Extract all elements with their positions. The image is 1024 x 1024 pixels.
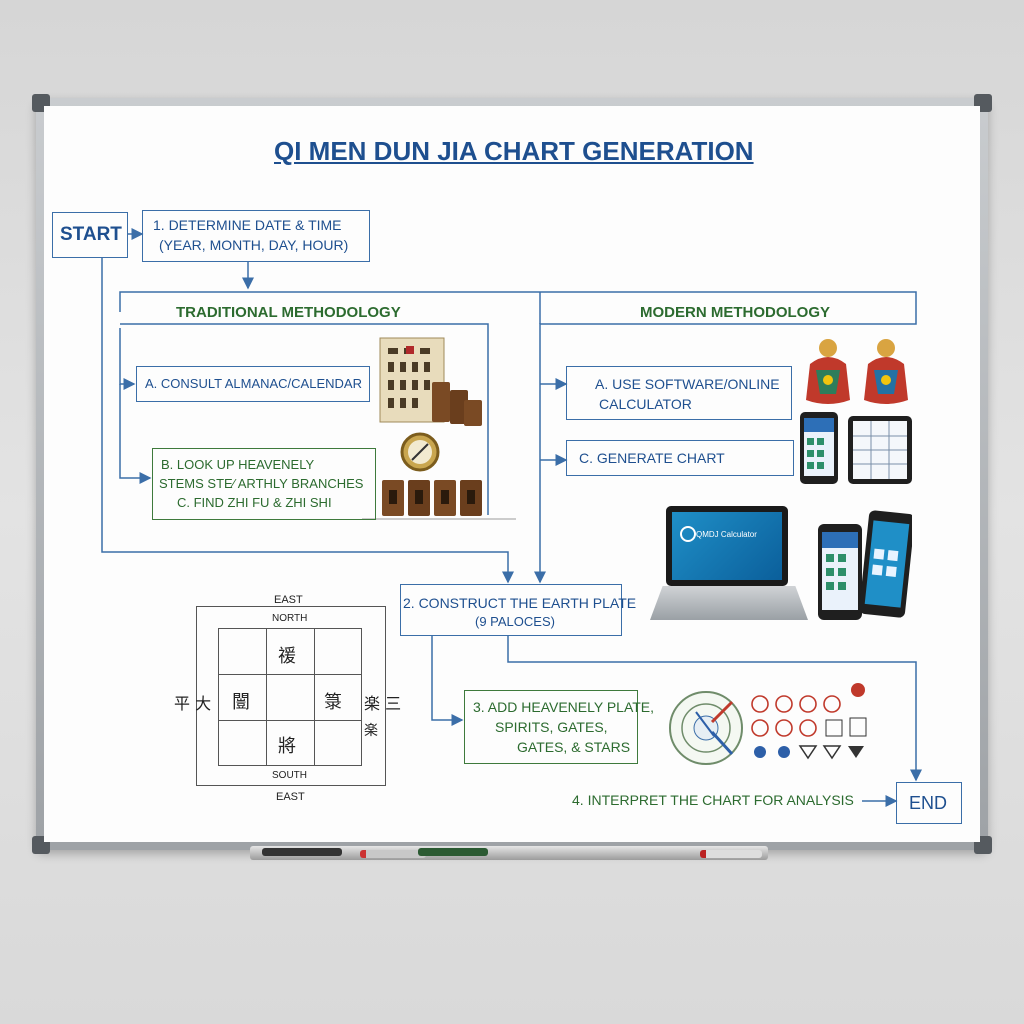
step1-line1: 1. DETERMINE DATE & TIME: [153, 217, 342, 233]
laptop-keyboard: [650, 586, 808, 620]
page-title: QI MEN DUN JIA CHART GENERATION: [274, 136, 754, 166]
modern-heading: MODERN METHODOLOGY: [640, 304, 830, 321]
phones-illustration: [818, 510, 912, 620]
heavenly-plate-illustration: [669, 683, 867, 765]
palace-left-char: 闓: [232, 692, 250, 713]
traditional-b-box[interactable]: B. LOOK UP HEAVENELY STEMS STE⁄ ARTHLY B…: [152, 448, 376, 520]
laptop-illustration: QMDJ Calculator: [666, 506, 788, 586]
step2-line2: (9 PALOCES): [475, 614, 555, 629]
grid-north-label: NORTH: [272, 613, 308, 624]
traditional-a-box[interactable]: A. CONSULT ALMANAC/CALENDAR: [136, 366, 370, 402]
modern-a-box[interactable]: A. USE SOFTWARE/ONLINE CALCULATOR: [566, 366, 792, 420]
grid-south-label: SOUTH: [272, 770, 307, 781]
palace-right-char: 箓: [324, 692, 342, 713]
modern-c-box[interactable]: C. GENERATE CHART: [566, 440, 794, 476]
step4-label: 4. INTERPRET THE CHART FOR ANALYSIS: [572, 792, 854, 808]
grid-top-label: EAST: [274, 594, 303, 606]
black-marker[interactable]: [262, 848, 342, 856]
grid-right-sub-label: 楽: [364, 723, 378, 739]
palace-top-char: 禐: [278, 646, 296, 667]
red-marker[interactable]: [360, 850, 426, 858]
phone-tablet-illustration: [800, 412, 912, 484]
step2-box[interactable]: 2. CONSTRUCT THE EARTH PLATE (9 PALOCES): [400, 584, 636, 636]
step3-line2: SPIRITS, GATES,: [495, 719, 608, 735]
traditional-b-line3: C. FIND ZHI FU & ZHI SHI: [177, 495, 332, 510]
grid-bottom-label: EAST: [276, 791, 305, 803]
start-node[interactable]: START: [52, 212, 128, 258]
end-node[interactable]: END: [896, 782, 962, 824]
modern-c-label: C. GENERATE CHART: [579, 450, 725, 466]
step3-line3: GATES, & STARS: [517, 739, 631, 755]
step1-box[interactable]: 1. DETERMINE DATE & TIME (YEAR, MONTH, D…: [142, 210, 370, 262]
palace-bottom-char: 將: [278, 736, 296, 757]
door-gods-illustration: [806, 339, 908, 404]
red-marker[interactable]: [700, 850, 762, 858]
step2-line1: 2. CONSTRUCT THE EARTH PLATE: [403, 595, 637, 611]
nine-palace-grid: [218, 628, 362, 766]
step3-line1: 3. ADD HEAVENELY PLATE,: [473, 699, 655, 715]
start-label: START: [60, 224, 122, 245]
modern-a-line1: A. USE SOFTWARE/ONLINE: [595, 376, 780, 392]
modern-a-line2: CALCULATOR: [599, 396, 692, 412]
step1-line2: (YEAR, MONTH, DAY, HOUR): [159, 237, 349, 253]
traditional-b-line2: STEMS STE⁄ ARTHLY BRANCHES: [159, 476, 364, 491]
grid-right-label: 楽 三: [364, 694, 402, 713]
traditional-b-line1: B. LOOK UP HEAVENELY: [161, 457, 315, 472]
earth-plate-outer: [196, 606, 386, 786]
step3-box[interactable]: 3. ADD HEAVENELY PLATE, SPIRITS, GATES, …: [464, 690, 654, 764]
green-marker[interactable]: [418, 848, 488, 856]
laptop-screen-text: QMDJ Calculator: [696, 530, 757, 539]
end-label: END: [909, 793, 948, 813]
traditional-heading: TRADITIONAL METHODOLOGY: [176, 304, 401, 321]
grid-left-label: 平 大: [174, 694, 212, 713]
almanac-illustration: [379, 337, 482, 516]
traditional-a-label: A. CONSULT ALMANAC/CALENDAR: [145, 376, 362, 391]
